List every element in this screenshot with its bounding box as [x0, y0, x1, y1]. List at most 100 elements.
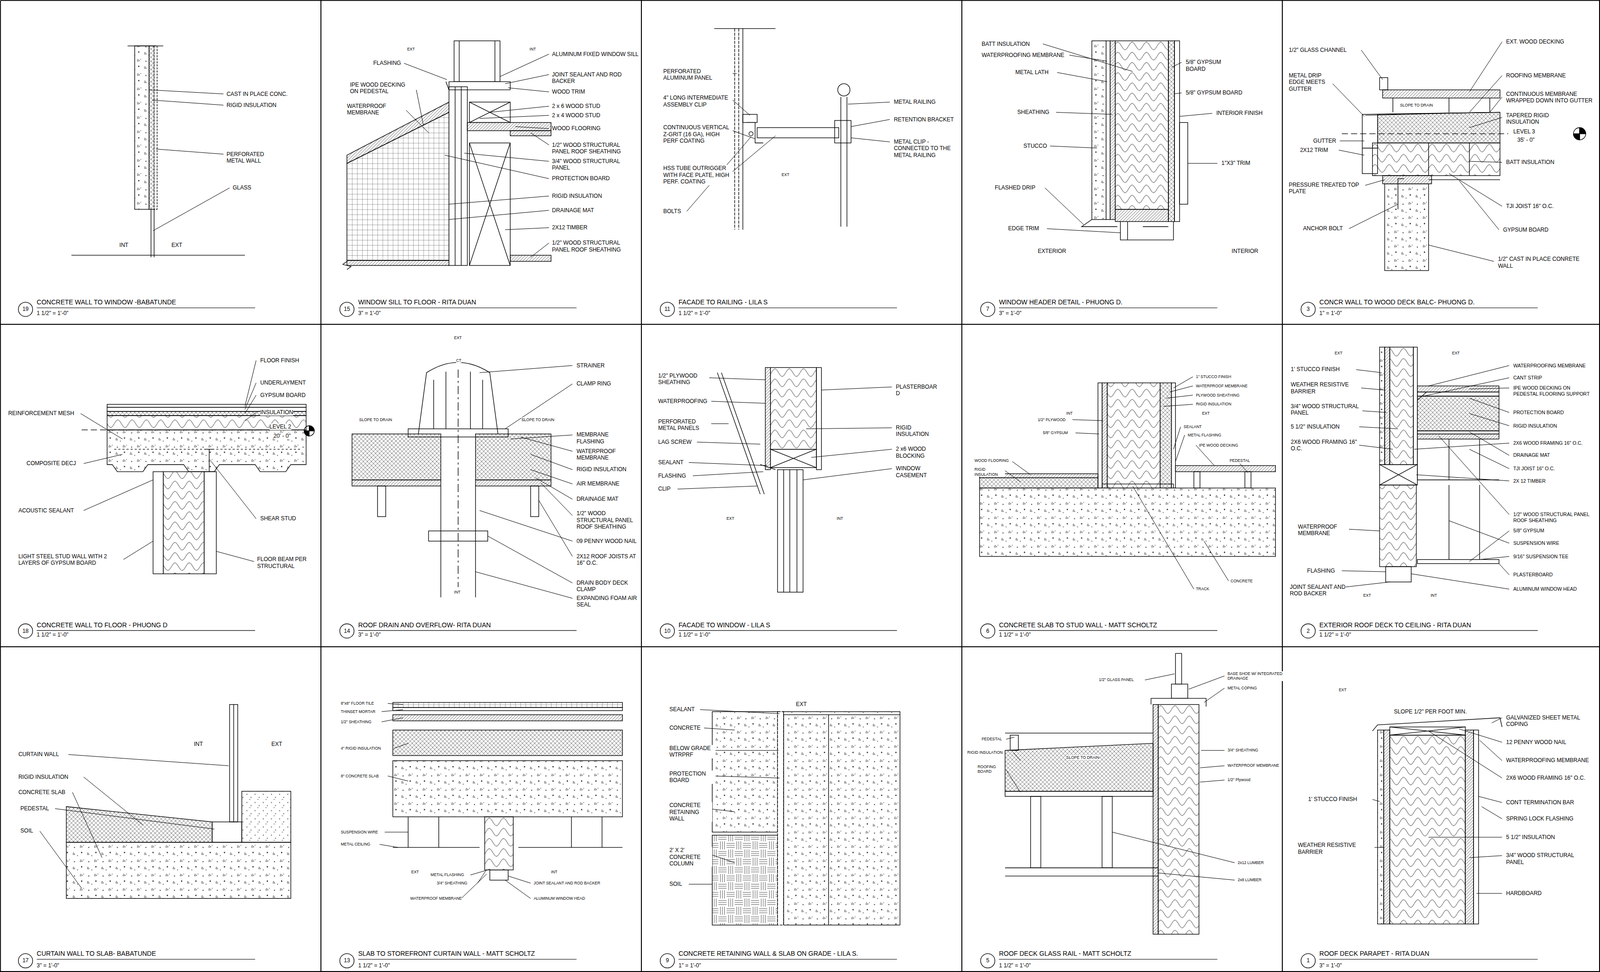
detail-drawing: [1389, 726, 1466, 735]
callout-label: EDGE TRIM: [1008, 225, 1039, 232]
leader-line: [1342, 369, 1399, 587]
callout-label: 1/2" Plywood: [1227, 777, 1251, 782]
detail-title: CONCR WALL TO WOOD DECK BALC- PHUONG D.: [1319, 298, 1475, 307]
leader-line: [149, 89, 230, 231]
callout-label: WOOD FLOORING: [974, 458, 1009, 463]
detail-drawing: [1573, 127, 1586, 140]
scale-note: 3" = 1'-0": [357, 631, 381, 638]
detail-drawing: [106, 415, 307, 430]
detail-drawing: [510, 255, 552, 262]
callout-label: 1' STUCCO FINISH: [1290, 365, 1340, 373]
scale-note: 3" = 1'-0": [1319, 961, 1343, 969]
detail-drawing: [1379, 484, 1417, 567]
callout-number: 6: [980, 627, 996, 634]
callout-label: STRAINER: [576, 362, 605, 369]
callout-label: WOOD TRIM: [552, 88, 585, 95]
callout-label: SLOPE 1/2" PER FOOT MIN.: [1393, 708, 1467, 715]
callout-circle: [660, 623, 675, 639]
detail-drawing: [1115, 40, 1169, 210]
callout-label: IPE WOOD DECKING ON PEDESTAL FLOORING SU…: [1513, 384, 1595, 397]
detail-panel: 1ROOF DECK PARAPET - RITA DUAN3" = 1'-0": [1282, 646, 1600, 972]
leader-line: [847, 101, 890, 142]
leader-line: [80, 413, 153, 560]
callout-label: RIGID INSULATION: [226, 101, 277, 109]
callout-label: 5 1/2" INSULATION: [1290, 423, 1340, 430]
detail-title: ROOF DECK PARAPET - RITA DUAN: [1319, 949, 1430, 958]
detail-drawing: [1417, 391, 1500, 396]
callout-label: IPE WOOD DECKING ON PEDESTAL: [350, 81, 414, 95]
callout-label: INT: [454, 589, 461, 595]
callout-label: EXT: [781, 172, 790, 177]
callout-label: EXT: [1334, 350, 1343, 356]
detail-drawing: [1385, 566, 1412, 582]
callout-label: CLIP: [658, 485, 671, 492]
callout-label: METAL DRIP EDGE MEETS GUTTER: [1288, 72, 1330, 93]
callout-label: DRAIN BODY DECK CLAMP: [576, 579, 638, 593]
detail-drawing: [1150, 697, 1206, 707]
callout-number: 14: [339, 627, 355, 634]
callout-label: RIGID INSULATION: [896, 424, 942, 438]
callout-label: ROOFING MEMBRANE: [1505, 72, 1566, 79]
detail-drawing: [1379, 346, 1500, 582]
scale-note: 3" = 1'-0": [36, 961, 60, 969]
detail-panel: 6CONCRETE SLAB TO STUD WALL - MATT SCHOL…: [962, 324, 1283, 647]
detail-drawing: [458, 369, 459, 587]
scale-note: 1 1/2" = 1'-0": [357, 961, 390, 969]
callout-label: 1/2" PLYWOOD: [1037, 417, 1066, 422]
callout-label: JOINT SEALANT AND ROD BACKER: [1289, 583, 1346, 597]
leader-line: [803, 386, 892, 480]
detail-drawing: [770, 367, 817, 449]
detail-drawing: [1102, 382, 1108, 488]
title-underline: [36, 307, 1538, 308]
detail-drawing: [1081, 40, 1188, 240]
detail-drawing: [1372, 143, 1500, 176]
callout-label: METAL LATH: [1015, 69, 1049, 76]
detail-drawing: [1382, 175, 1432, 184]
callout-label: METAL COPING: [1227, 685, 1257, 691]
callout-circle: [18, 953, 33, 968]
callout-number: 19: [18, 305, 33, 313]
callout-label: 2X6 WOOD FRAMING 16" O.C.: [1513, 439, 1583, 446]
leader-line: [475, 365, 573, 598]
detail-drawing: [351, 362, 552, 597]
leader-line: [677, 377, 892, 489]
callout-label: CONCRETE: [669, 724, 701, 731]
callout-label: TRACK: [1195, 586, 1210, 591]
callout-circle: [339, 953, 355, 968]
detail-drawing: [840, 96, 848, 227]
callout-label: FLOOR FINISH: [260, 357, 300, 364]
detail-title: CONCRETE SLAB TO STUD WALL - MATT SCHOLT…: [998, 621, 1158, 629]
leader-line: [379, 702, 531, 898]
scale-note: 1 1/2" = 1'-0": [998, 631, 1031, 638]
detail-drawing: [1413, 346, 1418, 465]
detail-drawing: [1004, 732, 1153, 734]
detail-drawing: [469, 101, 511, 123]
detail-drawing: [304, 425, 315, 436]
callout-label: INT: [551, 869, 558, 874]
callout-label: 3/4" SHEATHING: [1227, 747, 1259, 753]
callout-label: EXT. WOOD DECKING: [1505, 38, 1564, 45]
callout-label: SHEATHING: [1017, 108, 1050, 116]
detail-drawing: [770, 449, 817, 468]
detail-drawing: [392, 714, 623, 721]
callout-label: 2X 12 TIMBER: [1513, 477, 1546, 484]
detail-drawing: [1106, 40, 1111, 220]
detail-drawing: [1384, 183, 1429, 271]
callout-label: RIGID INSULATION: [967, 749, 1003, 755]
detail-drawing: [392, 816, 623, 848]
leader-line: [1042, 43, 1133, 233]
detail-drawing: [1573, 127, 1586, 140]
callout-number: 7: [980, 305, 996, 313]
detail-drawing: [714, 28, 851, 230]
detail-drawing: [1379, 77, 1388, 90]
detail-drawing: [467, 122, 552, 131]
callout-label: SHEAR STUD: [260, 514, 296, 522]
detail-drawing: [1372, 717, 1503, 731]
detail-drawing: [777, 469, 804, 592]
callout-number: 3: [1300, 305, 1316, 313]
detail-drawing: [1091, 40, 1107, 220]
detail-drawing: [1417, 395, 1500, 431]
callout-label: WATERPROOF MEMBRANE: [410, 895, 462, 901]
callout-label: 3/4" WOOD STRUCTURAL PANEL: [1505, 851, 1593, 866]
